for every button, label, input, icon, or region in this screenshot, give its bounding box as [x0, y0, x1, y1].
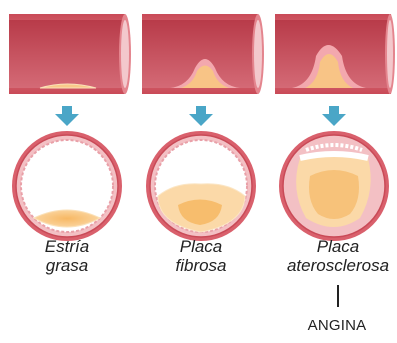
- cross-section-stage-1: [12, 131, 122, 241]
- vessel-stage-1: [9, 14, 131, 94]
- cross-section-stage-2: [146, 131, 256, 241]
- vessel-stage-3: [275, 14, 395, 94]
- cross-section-stage-3: [279, 131, 389, 241]
- arrow-icon: [189, 106, 213, 126]
- arrow-icon: [55, 106, 79, 126]
- arrow-icon: [322, 106, 346, 126]
- vessel-stage-2: [142, 14, 264, 94]
- stage-label-1: Estría grasa: [2, 237, 132, 275]
- stage-label-3: Placa aterosclerosa: [273, 237, 397, 275]
- outcome-label: ANGINA: [282, 317, 392, 334]
- stage-label-2: Placa fibrosa: [136, 237, 266, 275]
